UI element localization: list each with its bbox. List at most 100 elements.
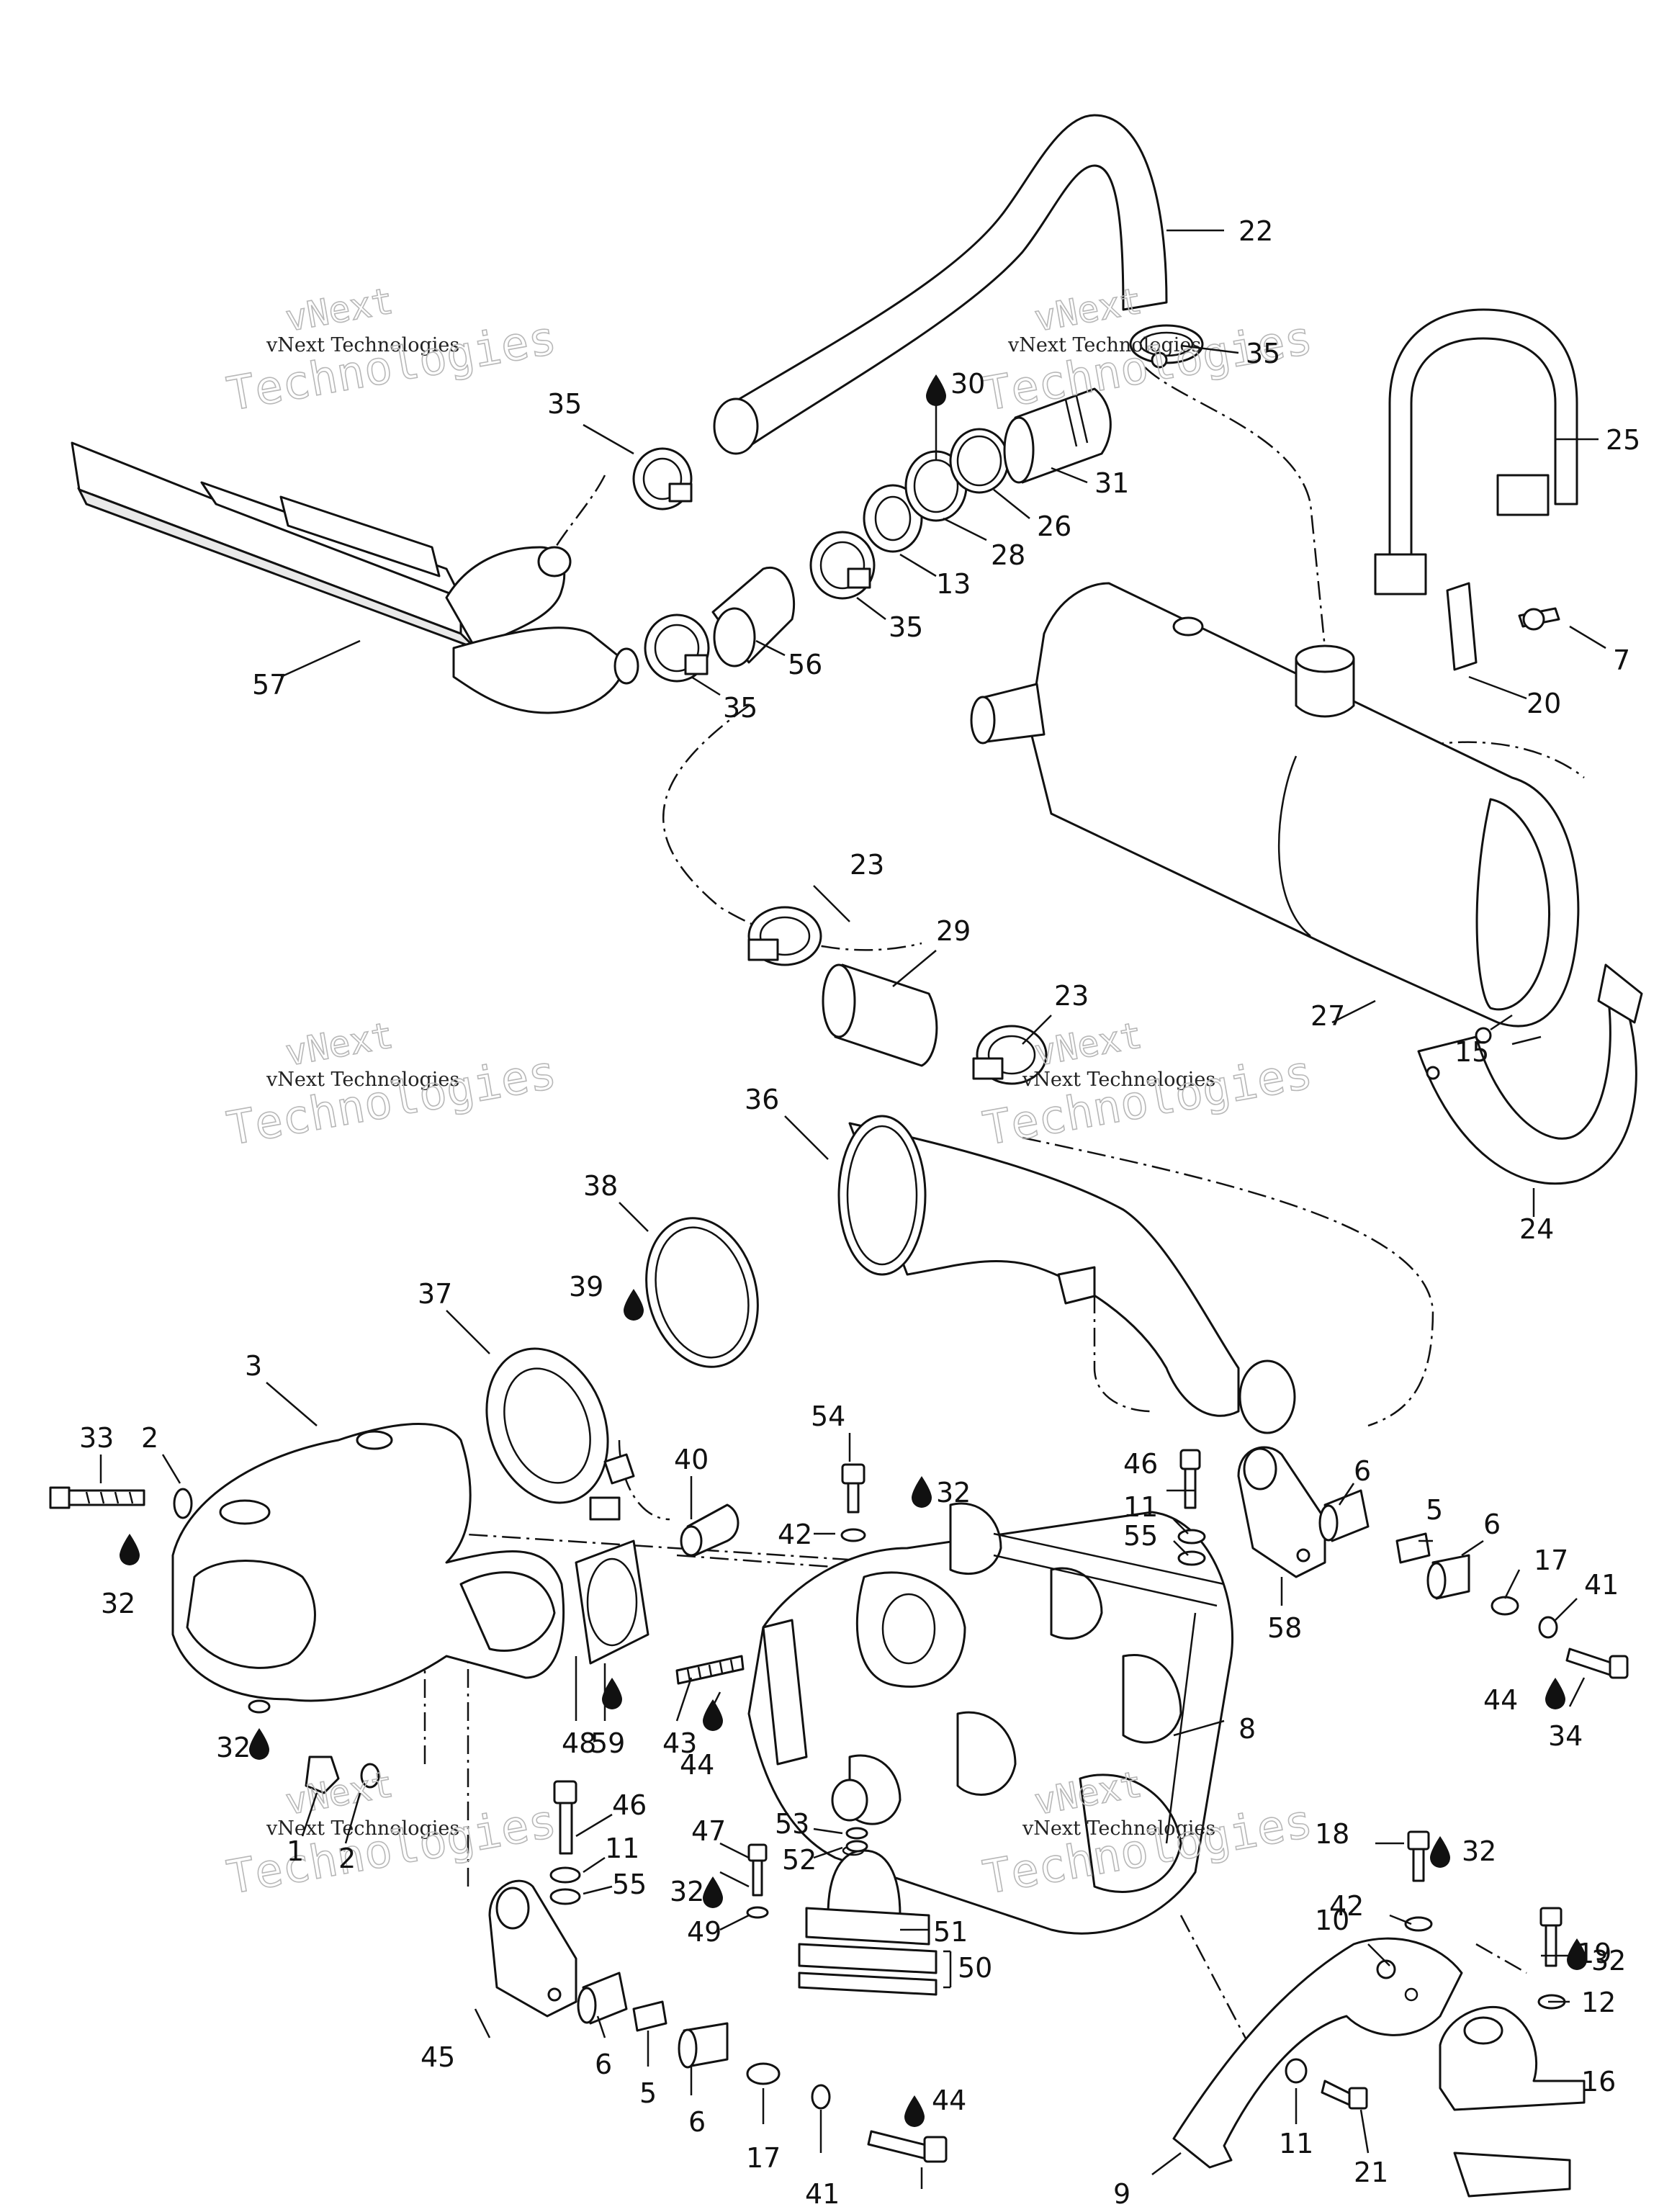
callout-11-b: 11	[605, 1833, 639, 1864]
callout-47: 47	[691, 1815, 726, 1847]
callout-32-c: 32	[216, 1732, 251, 1763]
washer-55-right	[1177, 1550, 1206, 1566]
ring-26	[949, 428, 1010, 494]
callout-18: 18	[1315, 1818, 1349, 1850]
callout-12: 12	[1581, 1987, 1616, 2018]
callout-16: 16	[1581, 2066, 1616, 2098]
drop-icon	[703, 1699, 723, 1731]
callout-45: 45	[421, 2041, 455, 2073]
sleeve-5-left	[632, 2000, 667, 2032]
callout-53: 53	[775, 1808, 809, 1840]
callout-35: 35	[1246, 338, 1280, 369]
bolt-54	[841, 1463, 866, 1514]
bolt-34-left	[867, 2130, 948, 2163]
callout-42-b: 42	[1329, 1890, 1364, 1922]
nut	[863, 484, 923, 553]
callout-31: 31	[1094, 467, 1129, 499]
exhaust-outlet	[837, 1115, 1296, 1434]
ring-clamp	[485, 1347, 635, 1521]
callout-57: 57	[252, 669, 287, 701]
callout-40: 40	[674, 1444, 709, 1475]
callout-51: 51	[933, 1916, 968, 1948]
callout-6-a: 6	[1354, 1455, 1371, 1487]
bolt-21	[1321, 2080, 1368, 2110]
svg-text:vNext Technologies: vNext Technologies	[1022, 1817, 1215, 1840]
callout-3: 3	[245, 1350, 262, 1382]
callout-10: 10	[1315, 1905, 1349, 1936]
washer-55-left	[549, 1888, 581, 1905]
bolt-33	[49, 1486, 145, 1509]
callout-15: 15	[1455, 1036, 1489, 1068]
drop-icon	[120, 1534, 140, 1565]
callout-6-b: 6	[1483, 1509, 1501, 1540]
clamp-35-upper-left	[632, 447, 693, 511]
drop-icon	[926, 374, 946, 406]
spacer-6-right-2	[1426, 1554, 1470, 1600]
washer-42-right	[1404, 1916, 1433, 1932]
callout-33: 33	[79, 1422, 114, 1454]
leader-lines	[99, 229, 1606, 2189]
callout-32-a: 32	[101, 1588, 135, 1619]
watermark-middle-left: vNext vNext Technologies Technologies	[222, 1014, 561, 1157]
callout-19: 19	[1577, 1938, 1611, 1969]
callout-2-b: 2	[338, 1843, 356, 1874]
svg-text:vNext: vNext	[1031, 280, 1145, 340]
callout-6-c: 6	[595, 2049, 612, 2080]
drop-icon	[1545, 1678, 1565, 1709]
washer-2-top	[173, 1488, 193, 1519]
sleeve	[711, 566, 796, 667]
callout-35-c: 35	[723, 692, 757, 724]
drop-icon	[703, 1876, 723, 1908]
callout-42-a: 42	[778, 1519, 812, 1550]
svg-text:vNext: vNext	[1031, 1015, 1145, 1074]
drop-icon	[602, 1678, 622, 1709]
nut-1	[305, 1755, 340, 1794]
washer-11-left	[549, 1866, 581, 1884]
bolt-46-left	[553, 1780, 577, 1855]
callout-46-b: 46	[612, 1789, 647, 1821]
callout-21: 21	[1354, 2157, 1388, 2188]
callout-32-e: 32	[1462, 1835, 1496, 1867]
gasket-48	[575, 1539, 649, 1665]
callout-20: 20	[1527, 688, 1561, 719]
callout-5-a: 5	[1426, 1494, 1443, 1526]
callout-32-f: 32	[1591, 1945, 1626, 1977]
washer-41-right	[1538, 1616, 1558, 1639]
callout-7: 7	[1613, 644, 1630, 676]
callout-9: 9	[1113, 2178, 1130, 2210]
svg-text:vNext: vNext	[282, 280, 396, 340]
drop-icon	[624, 1289, 644, 1321]
callout-41-b: 41	[805, 2178, 840, 2210]
spacer-40	[680, 1503, 739, 1557]
drop-icon	[904, 2095, 925, 2127]
callout-48: 48	[562, 1727, 596, 1759]
callout-46-a: 46	[1123, 1448, 1158, 1480]
washer-42-top	[840, 1528, 866, 1542]
callout-38: 38	[583, 1170, 618, 1202]
callout-32-b: 32	[936, 1477, 971, 1509]
callout-52: 52	[782, 1844, 817, 1876]
svg-text:vNext Technologies: vNext Technologies	[1022, 1069, 1215, 1091]
callout-25: 25	[1606, 424, 1640, 456]
sleeve-29	[822, 963, 938, 1067]
spacer-6-right	[1318, 1489, 1370, 1542]
callout-54: 54	[811, 1401, 845, 1432]
watermark-top-left: vNext vNext Technologies Technologies	[222, 279, 561, 423]
washer-52	[845, 1840, 868, 1853]
spacer-6-left	[577, 1972, 628, 2025]
callout-36: 36	[745, 1084, 779, 1115]
callout-27: 27	[1310, 1000, 1345, 1032]
svg-text:vNext: vNext	[282, 1015, 396, 1074]
clamp-35-top	[1129, 324, 1204, 369]
callout-35-d: 35	[547, 388, 582, 420]
muffler-strap	[1374, 308, 1578, 595]
tuned-pipe	[71, 441, 639, 714]
washer-49	[746, 1906, 769, 1919]
engine-block	[747, 1502, 1233, 1935]
callout-13: 13	[936, 568, 971, 600]
callout-44-a: 44	[1483, 1684, 1518, 1716]
spacer-6-left-2	[678, 2022, 729, 2069]
clamp-35-lower	[644, 613, 710, 683]
callout-23-b: 23	[1054, 980, 1089, 1012]
callout-24: 24	[1519, 1213, 1554, 1245]
